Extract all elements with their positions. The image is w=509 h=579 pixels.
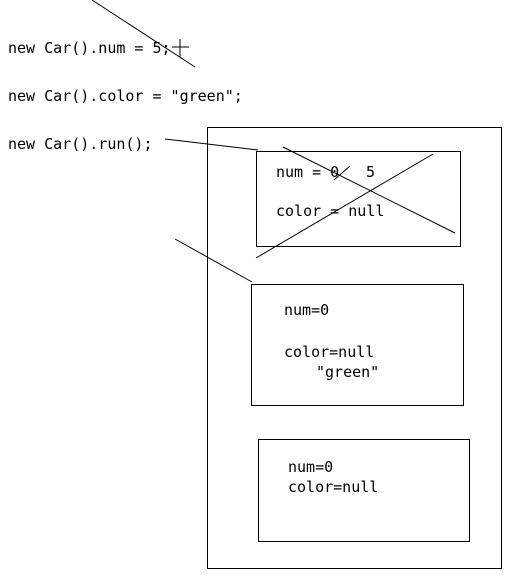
object2-color-label: color=null — [284, 343, 375, 361]
object1-num-new-value: 5 — [366, 163, 376, 181]
heap-container — [207, 127, 502, 569]
object2-num-label: num=0 — [284, 301, 330, 319]
object1-num-label: num = 0 — [276, 163, 340, 181]
code-line-3: new Car().run(); — [8, 135, 153, 153]
code-line-2: new Car().color = "green"; — [8, 87, 243, 105]
object3-color-label: color=null — [288, 478, 379, 496]
object-box-2 — [251, 284, 464, 406]
code-line-1: new Car().num = 5; — [8, 39, 171, 57]
object-box-3 — [258, 439, 470, 542]
object3-num-label: num=0 — [288, 458, 334, 476]
object2-color-new-value: "green" — [316, 363, 380, 381]
object1-color-label: color = null — [276, 202, 385, 220]
